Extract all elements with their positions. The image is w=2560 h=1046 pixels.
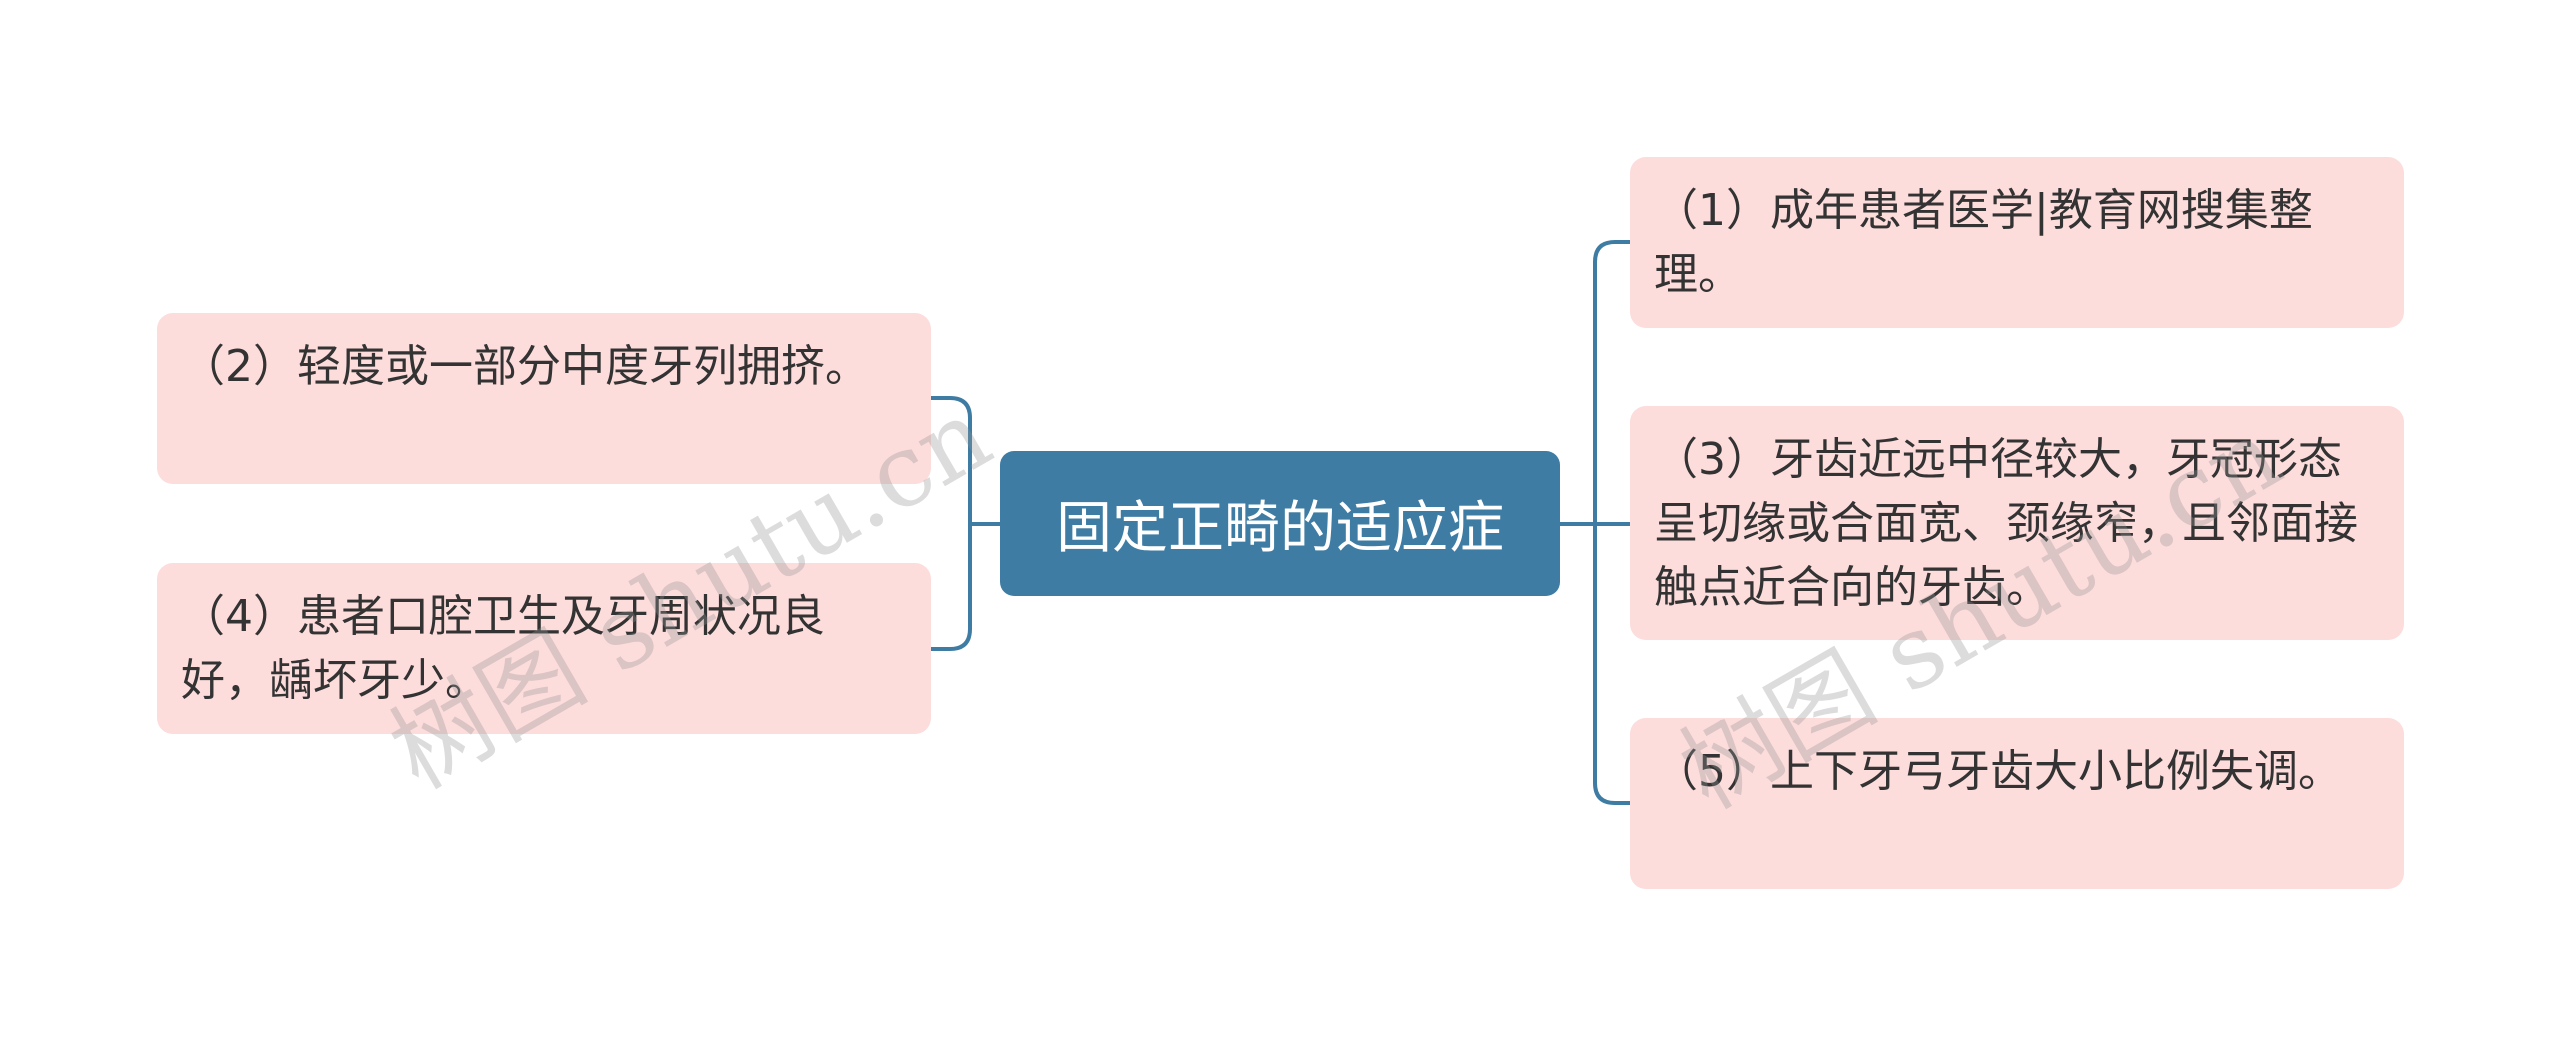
branch-node-4-label: （4）患者口腔卫生及牙周状况良好，龋坏牙少。 — [181, 591, 825, 706]
branch-node-3[interactable]: （3）牙齿近远中径较大，牙冠形态呈切缘或合面宽、颈缘窄，且邻面接触点近合向的牙齿… — [1630, 406, 2404, 640]
connector-right-bracket — [1593, 240, 1632, 805]
branch-node-1[interactable]: （1）成年患者医学|教育网搜集整理。 — [1630, 157, 2404, 328]
branch-node-3-label: （3）牙齿近远中径较大，牙冠形态呈切缘或合面宽、颈缘窄，且邻面接触点近合向的牙齿… — [1654, 434, 2358, 613]
root-topic-label: 固定正畸的适应症 — [1056, 496, 1504, 561]
branch-node-5-label: （5）上下牙弓牙齿大小比例失调。 — [1654, 746, 2342, 797]
connector-left-bracket — [929, 396, 972, 651]
branch-node-4[interactable]: （4）患者口腔卫生及牙周状况良好，龋坏牙少。 — [157, 563, 931, 734]
branch-node-2-label: （2）轻度或一部分中度牙列拥挤。 — [181, 341, 869, 392]
branch-node-1-label: （1）成年患者医学|教育网搜集整理。 — [1654, 185, 2313, 300]
branch-node-2[interactable]: （2）轻度或一部分中度牙列拥挤。 — [157, 313, 931, 484]
root-topic[interactable]: 固定正畸的适应症 — [1000, 451, 1560, 596]
branch-node-5[interactable]: （5）上下牙弓牙齿大小比例失调。 — [1630, 718, 2404, 889]
